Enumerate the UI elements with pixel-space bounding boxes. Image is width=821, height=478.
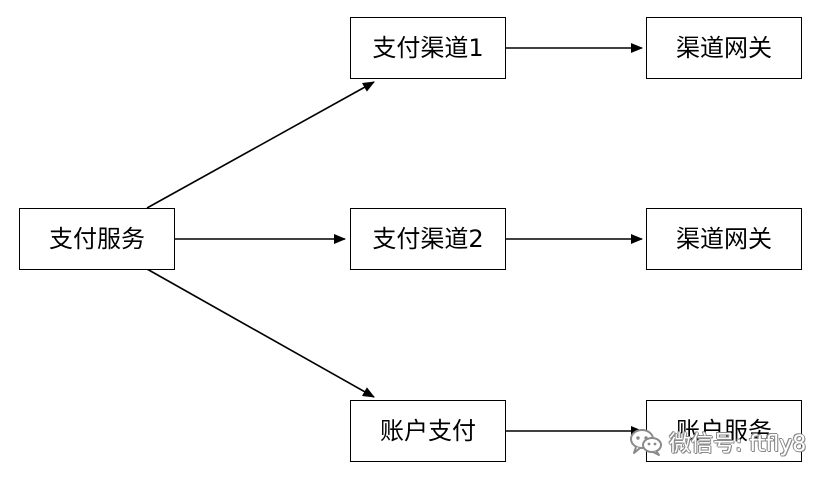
channel-gateway-1-label: 渠道网关 bbox=[676, 34, 772, 62]
channel-gateway-2-node: 渠道网关 bbox=[646, 208, 802, 270]
channel-gateway-1-node: 渠道网关 bbox=[646, 17, 802, 79]
account-payment-node: 账户支付 bbox=[350, 400, 506, 462]
payment-channel-1-node: 支付渠道1 bbox=[350, 17, 506, 79]
payment-channel-2-label: 支付渠道2 bbox=[372, 225, 484, 253]
account-payment-label: 账户支付 bbox=[380, 417, 476, 445]
edge-payment-service-to-payment-channel-1 bbox=[146, 81, 375, 209]
watermark-text: 微信号: ftfly8 bbox=[669, 432, 807, 457]
watermark: 微信号: ftfly8 bbox=[628, 424, 806, 460]
wechat-icon bbox=[628, 427, 664, 457]
payment-service-node: 支付服务 bbox=[19, 208, 175, 270]
payment-channel-2-node: 支付渠道2 bbox=[350, 208, 506, 270]
account-service-label: 账户服务 bbox=[676, 417, 772, 445]
edge-payment-service-to-account-payment bbox=[146, 268, 375, 398]
channel-gateway-2-label: 渠道网关 bbox=[676, 225, 772, 253]
payment-channel-1-label: 支付渠道1 bbox=[372, 34, 484, 62]
payment-service-label: 支付服务 bbox=[49, 225, 145, 253]
